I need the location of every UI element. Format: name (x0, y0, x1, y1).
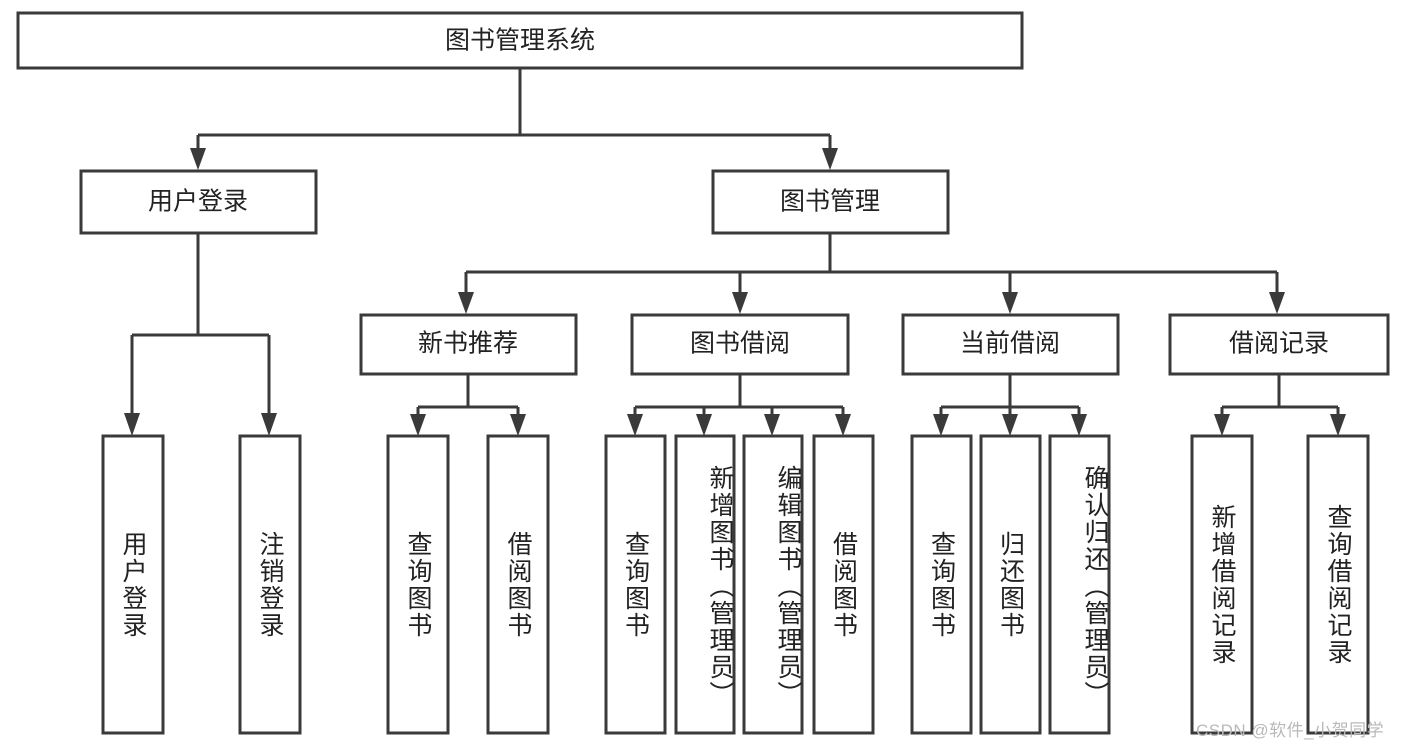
connector-layer (124, 68, 1346, 436)
node-book-manage-label: 图书管理 (780, 188, 880, 216)
arrow-bookborrow-leaf-3 (764, 414, 780, 436)
arrow-currentborrow-leaf-3 (1071, 414, 1087, 436)
node-leaf-return-book-box[interactable] (979, 434, 1042, 735)
node-user-login-box[interactable] (79, 169, 318, 235)
node-user-login-label: 用户登录 (148, 188, 248, 216)
node-leaf-confirm-return-box[interactable] (1048, 434, 1111, 735)
node-leaf-query-book-3-box[interactable] (910, 434, 973, 735)
node-book-borrow[interactable]: 图书借阅 (630, 313, 850, 376)
node-leaf-query-book-2-box[interactable] (604, 434, 667, 735)
node-leaf-query-record-box[interactable] (1306, 434, 1370, 735)
arrow-userlogin-leaf-1 (124, 413, 140, 436)
node-leaf-query-book-1-box[interactable] (386, 434, 450, 735)
arrow-currentborrow-leaf-1 (933, 414, 949, 436)
node-leaf-borrow-book-1-box[interactable] (486, 434, 550, 735)
arrow-bookborrow-leaf-2 (696, 414, 712, 436)
node-borrow-record-label: 借阅记录 (1229, 330, 1329, 358)
node-root-label: 图书管理系统 (445, 27, 595, 55)
arrow-bookmanage-to-current (1002, 292, 1018, 314)
node-root[interactable]: 图书管理系统 (16, 11, 1024, 70)
arrow-borrowrecord-leaf-2 (1330, 414, 1346, 436)
node-new-book-recommend-label: 新书推荐 (418, 330, 518, 358)
arrow-userlogin-leaf-2 (261, 413, 277, 436)
node-leaf-edit-book-box[interactable] (742, 434, 804, 735)
arrow-currentborrow-leaf-2 (1002, 414, 1018, 436)
node-leaf-add-record-box[interactable] (1190, 434, 1254, 735)
node-leaf-logout-login-box[interactable] (238, 434, 302, 735)
node-layer: 图书管理系统 用户登录 图书管理 新书推荐 图书借阅 当前 (16, 11, 1390, 735)
arrow-bookborrow-leaf-4 (835, 414, 851, 436)
arrow-root-to-book-manage (822, 148, 838, 170)
node-new-book-recommend-box[interactable] (359, 313, 578, 376)
node-new-book-recommend[interactable]: 新书推荐 (359, 313, 578, 376)
node-book-manage[interactable]: 图书管理 (711, 169, 950, 235)
arrow-recommend-leaf-1 (410, 414, 426, 436)
node-current-borrow-label: 当前借阅 (960, 330, 1060, 358)
node-user-login[interactable]: 用户登录 (79, 169, 318, 235)
node-book-borrow-box[interactable] (630, 313, 850, 376)
node-leaf-user-login-box[interactable] (101, 434, 165, 735)
arrow-borrowrecord-leaf-1 (1214, 414, 1230, 436)
arrow-root-to-user-login (190, 148, 206, 170)
arrow-bookmanage-to-recommend (458, 292, 474, 314)
arrow-bookborrow-leaf-1 (627, 414, 643, 436)
node-borrow-record-box[interactable] (1168, 313, 1390, 376)
node-book-manage-box[interactable] (711, 169, 950, 235)
node-current-borrow-box[interactable] (901, 313, 1120, 376)
arrow-recommend-leaf-2 (510, 414, 526, 436)
node-book-borrow-label: 图书借阅 (690, 330, 790, 358)
arrow-bookmanage-to-record (1269, 292, 1285, 314)
node-leaf-borrow-book-2-box[interactable] (812, 434, 875, 735)
node-current-borrow[interactable]: 当前借阅 (901, 313, 1120, 376)
node-borrow-record[interactable]: 借阅记录 (1168, 313, 1390, 376)
arrow-bookmanage-to-borrow (732, 292, 748, 314)
node-root-box[interactable] (16, 11, 1024, 70)
node-leaf-add-book-box[interactable] (674, 434, 736, 735)
